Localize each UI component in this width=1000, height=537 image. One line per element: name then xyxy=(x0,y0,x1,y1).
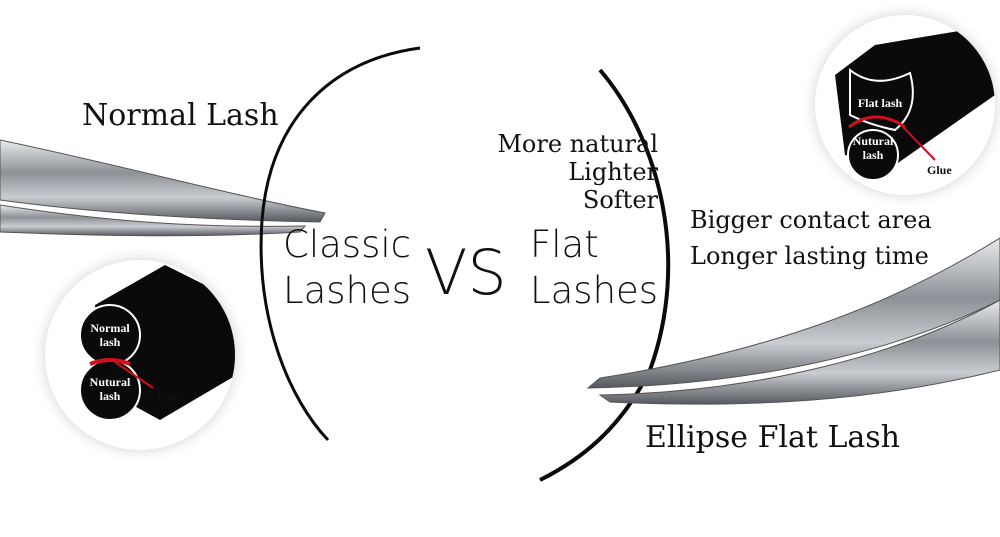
right-tweezer xyxy=(586,237,1000,389)
inset-flat-lash-label: Flat lash xyxy=(857,96,903,110)
benefit-lighter: Lighter xyxy=(568,158,658,186)
inset-glue-label: Glue xyxy=(157,390,182,404)
classic-lashes-label: Classic Lashes xyxy=(283,222,411,314)
flat-benefits-list-b: Bigger contact area Longer lasting time xyxy=(690,202,932,274)
inset-natural-lash-label-right: Nutural lash xyxy=(852,134,894,162)
flat-lashes-label: Flat Lashes xyxy=(530,222,658,314)
classic-lash-curve xyxy=(259,46,421,442)
benefit-contact-area: Bigger contact area xyxy=(690,206,932,234)
normal-lash-cross-section: Normal lash Nutural lash Glue xyxy=(45,260,235,450)
classic-label-line1: Classic xyxy=(283,223,411,266)
ellipse-flat-lash-title: Ellipse Flat Lash xyxy=(645,420,900,455)
flat-lash-cross-section: Flat lash Nutural lash Glue xyxy=(815,15,995,195)
flat-benefits-list-a: More natural Lighter Softer xyxy=(497,130,658,214)
classic-label-line2: Lashes xyxy=(283,269,412,312)
benefit-lasting-time: Longer lasting time xyxy=(690,242,929,270)
normal-lash-title: Normal Lash xyxy=(82,98,279,133)
inset-natural-lash-label: Nutural lash xyxy=(89,375,131,403)
flat-lash-curve xyxy=(539,68,671,482)
flat-label-line2: Lashes xyxy=(530,269,659,312)
inset-glue-label-right: Glue xyxy=(927,163,952,177)
vs-label: VS xyxy=(425,236,507,309)
benefit-softer: Softer xyxy=(582,186,658,214)
inset-normal-lash-label: Normal lash xyxy=(90,321,130,349)
benefit-more-natural: More natural xyxy=(497,130,658,158)
left-tweezer xyxy=(0,139,326,223)
flat-label-line1: Flat xyxy=(530,223,599,266)
